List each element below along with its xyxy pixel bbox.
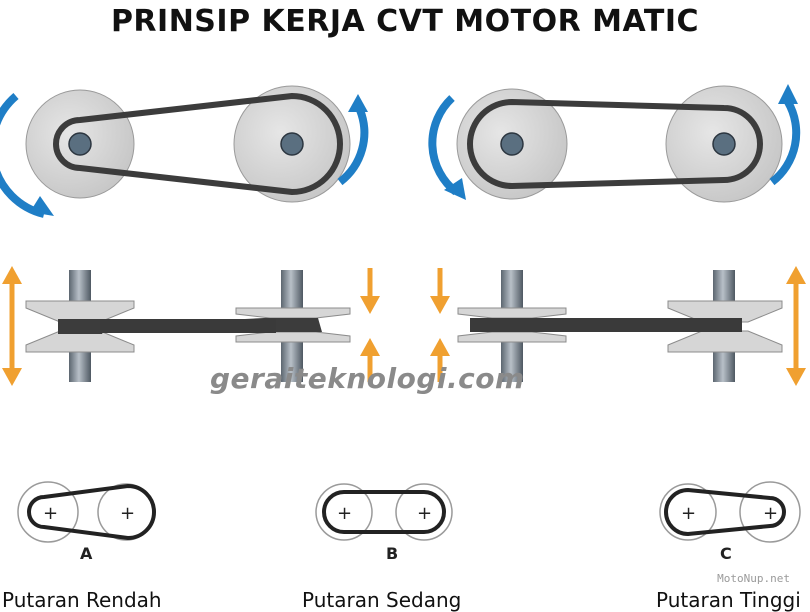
belt-section (470, 318, 742, 332)
plus-mark: + (763, 503, 778, 524)
cross-section-left (2, 266, 380, 386)
top-left-pulley-set (0, 85, 369, 218)
plus-mark: + (417, 503, 432, 524)
diagram-title: PRINSIP KERJA CVT MOTOR MATIC (110, 4, 700, 39)
hub-left-drive (68, 132, 92, 156)
small-pulley (17, 481, 79, 543)
sheave-lower-right (235, 331, 351, 343)
arrowhead-icon (778, 84, 798, 104)
sheave-upper-right (235, 307, 351, 319)
small-belt (27, 483, 156, 541)
plus-mark: + (120, 503, 135, 524)
arrowhead-icon (786, 368, 806, 386)
plus-mark: + (43, 503, 58, 524)
watermark-text: geraiteknologi.com (210, 362, 525, 395)
schematic-b: + + (315, 483, 453, 541)
sheave-lower-right (667, 330, 783, 353)
schematic-c: + + (659, 481, 801, 543)
sheave-upper-left (25, 300, 135, 323)
rotation-arrow-icon (428, 95, 459, 196)
schematic-a: + + (17, 481, 156, 543)
belt-top-right (467, 99, 763, 189)
sheave-lower-left (457, 331, 567, 343)
small-belt (664, 487, 786, 537)
belt-top-left (53, 93, 343, 195)
sheave-lower-left (25, 330, 135, 353)
stage-letter-c: C (720, 544, 732, 563)
stage-letter-b: B (386, 544, 399, 563)
belt-section (100, 319, 276, 333)
arrowhead-icon (2, 266, 22, 284)
sheave-upper-right (667, 300, 783, 323)
arrowhead-icon (360, 338, 380, 356)
rotation-arrow-icon (337, 108, 369, 186)
stage-letter-a: A (80, 544, 93, 563)
arrowhead-icon (444, 178, 466, 200)
small-pulley (659, 483, 717, 541)
arrowhead-icon (430, 338, 450, 356)
arrowhead-icon (30, 196, 54, 216)
caption-b: Putaran Sedang (302, 588, 462, 612)
hub-right-driven (712, 132, 736, 156)
credit-text: MotoNup.net (717, 572, 790, 585)
rotation-arrow-icon (769, 100, 801, 186)
hub-left-driven (280, 132, 304, 156)
small-belt (322, 490, 446, 534)
caption-c: Putaran Tinggi (656, 588, 801, 612)
sheave-upper-left (457, 307, 567, 319)
hub-right-drive (500, 132, 524, 156)
arrowhead-icon (348, 94, 368, 112)
plus-mark: + (337, 503, 352, 524)
arrowhead-icon (2, 368, 22, 386)
cross-section-right (430, 266, 806, 386)
plus-mark: + (681, 503, 696, 524)
caption-a: Putaran Rendah (2, 588, 162, 612)
arrowhead-icon (430, 296, 450, 314)
arrowhead-icon (360, 296, 380, 314)
arrowhead-icon (786, 266, 806, 284)
top-right-pulley-set (428, 84, 801, 203)
rotation-arrow-icon (0, 92, 45, 218)
